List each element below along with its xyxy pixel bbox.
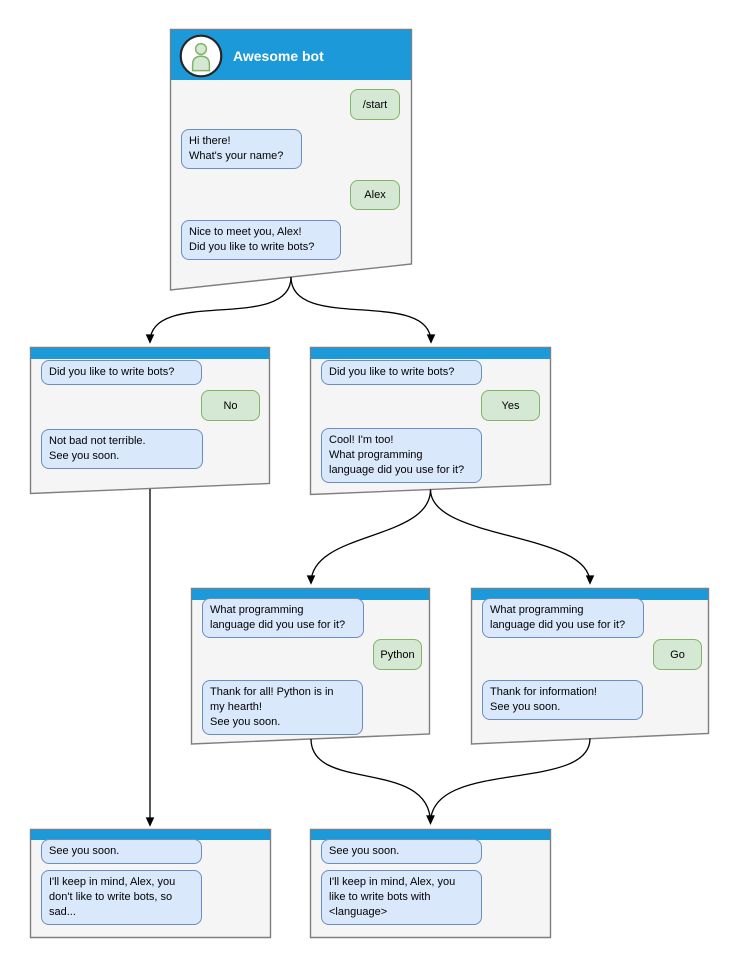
bot-message-bubble: What programming language did you use fo… (202, 598, 364, 638)
user-message-bubble: Python (373, 639, 422, 670)
bot-message-bubble: Thank for all! Python is in my hearth! S… (202, 680, 363, 735)
bot-message-bubble: I'll keep in mind, Alex, you don't like … (41, 870, 202, 925)
bot-message-bubble: See you soon. (321, 839, 482, 864)
user-message-bubble: Alex (350, 180, 400, 210)
edge-lang-go-to-end-yes (426, 738, 591, 825)
chat-window-end-yes-header (311, 830, 550, 840)
bot-avatar (178, 33, 224, 79)
user-message-bubble: Go (653, 639, 702, 670)
bot-message-bubble: I'll keep in mind, Alex, you like to wri… (321, 870, 482, 925)
bot-message-bubble: What programming language did you use fo… (482, 598, 644, 638)
person-icon (179, 34, 223, 78)
bot-title: Awesome bot (233, 48, 324, 64)
bot-message-bubble: See you soon. (41, 839, 202, 864)
bot-message-bubble: Did you like to write bots? (321, 360, 482, 385)
chat-window-end-no-header (31, 830, 270, 840)
chat-window-branch-no-header (31, 348, 269, 359)
bot-message-bubble: Nice to meet you, Alex! Did you like to … (181, 220, 341, 260)
edge-main-to-branch-yes (290, 276, 436, 344)
chat-window-branch-yes-header (311, 348, 550, 359)
edge-main-to-branch-no (145, 276, 292, 344)
chat-window-lang-python-header (192, 589, 429, 600)
bot-message-bubble: Cool! I'm too! What programming language… (321, 428, 482, 483)
bot-message-bubble: Did you like to write bots? (41, 360, 202, 385)
bot-message-bubble: Thank for information! See you soon. (482, 680, 643, 720)
bot-message-bubble: Hi there! What's your name? (181, 129, 302, 169)
user-message-bubble: No (201, 390, 260, 421)
edge-branch-yes-to-lang-go (429, 489, 595, 585)
chat-window-lang-go-header (472, 589, 708, 600)
user-message-bubble: /start (350, 89, 400, 120)
edge-lang-python-to-end-yes (310, 738, 435, 825)
user-message-bubble: Yes (481, 390, 540, 421)
edge-branch-yes-to-lang-python (306, 489, 432, 585)
bot-message-bubble: Not bad not terrible. See you soon. (41, 429, 203, 469)
